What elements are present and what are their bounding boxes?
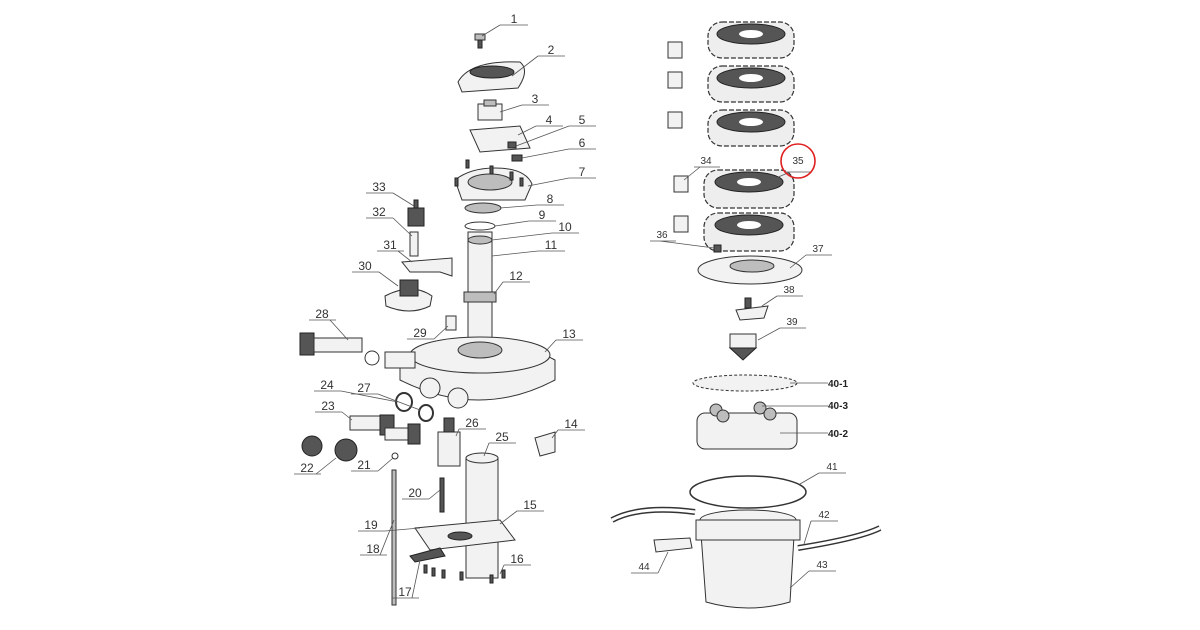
part-34-clips: [667, 41, 689, 233]
part-40-2-chamber: [696, 401, 798, 450]
right-assembly: [610, 21, 882, 609]
part-28-fitting: [299, 332, 380, 366]
callout-label: 4: [546, 113, 553, 127]
callout-label: 15: [523, 498, 537, 512]
callout-label-highlighted: 35: [792, 156, 804, 167]
callout-label: 31: [383, 238, 397, 252]
callout-label: 10: [558, 220, 572, 234]
part-10-11-12-shaft: [463, 231, 497, 341]
part-15-19-plate: [414, 519, 516, 551]
callout-label: 44: [638, 562, 650, 573]
callout-label: 40-3: [828, 401, 848, 412]
part-26-valve: [437, 417, 461, 467]
part-25-tube: [465, 452, 499, 579]
callout-label: 29: [413, 326, 427, 340]
callout-label: 11: [545, 238, 558, 252]
callout-label: 18: [366, 542, 380, 556]
callout-label: 37: [812, 244, 824, 255]
callout-label: 27: [357, 381, 371, 395]
callout-labels: 1 2 3 4 5 6 7 8 9 10 11 12 13 14 15 16 1…: [300, 12, 848, 599]
part-30-knob: [384, 279, 433, 312]
callout-label: 42: [818, 510, 830, 521]
callout-label: 39: [786, 317, 798, 328]
part-8-ring: [464, 202, 502, 214]
part-1-screw: [474, 33, 486, 49]
callout-label: 40-2: [828, 429, 848, 440]
callout-label: 26: [465, 416, 479, 430]
part-40-1-grid: [692, 374, 798, 392]
callout-label: 34: [700, 156, 712, 167]
callout-label: 40-1: [828, 379, 848, 390]
callout-label: 3: [532, 92, 539, 106]
highlight-circle: [780, 143, 816, 179]
part-29-nipple: [445, 315, 457, 331]
callout-label: 14: [564, 417, 578, 431]
part-14-bracket: [534, 431, 556, 457]
part-41-oring: [689, 475, 807, 509]
part-16-17-screws: [423, 564, 506, 584]
part-4-plate: [469, 125, 531, 153]
callout-label: 6: [579, 136, 586, 150]
part-36-nut: [713, 244, 722, 253]
callout-label: 1: [511, 12, 518, 26]
callout-label: 33: [372, 180, 386, 194]
callout-label: 28: [315, 307, 329, 321]
part-35-biomedia-stack: [703, 21, 795, 252]
callout-label: 12: [509, 269, 523, 283]
callout-label: 2: [548, 43, 555, 57]
callout-label: 23: [321, 399, 335, 413]
part-31-lever: [401, 257, 453, 277]
callout-label: 8: [547, 192, 554, 206]
callout-label: 24: [320, 378, 334, 392]
callout-label: 5: [579, 113, 586, 127]
callout-label: 20: [408, 486, 422, 500]
callout-label: 41: [826, 462, 838, 473]
part-2-cover: [457, 61, 525, 93]
part-40-3-balls: [709, 401, 777, 423]
part-13-base: [384, 336, 556, 409]
part-42-44-clamps: [610, 506, 882, 553]
callout-label: 19: [364, 518, 378, 532]
callout-label: 36: [656, 230, 668, 241]
callout-label: 30: [358, 259, 372, 273]
callout-label: 43: [816, 560, 828, 571]
part-39-cone: [728, 333, 758, 361]
part-32-handle: [409, 231, 419, 257]
callout-label: 17: [398, 585, 412, 599]
part-38-impeller: [735, 297, 769, 321]
callout-label: 21: [357, 458, 371, 472]
part-17-key: [409, 547, 446, 563]
part-3-transformer: [477, 99, 503, 121]
part-18-rod: [391, 469, 397, 606]
part-43-canister: [695, 509, 801, 609]
part-7-housing: [454, 159, 533, 201]
callout-label: 16: [510, 552, 524, 566]
callout-label: 32: [372, 205, 386, 219]
left-assembly: [299, 33, 556, 606]
part-33-cap: [407, 199, 425, 227]
callout-label: 25: [495, 430, 509, 444]
part-9-oring: [464, 221, 496, 231]
callout-label: 38: [783, 285, 795, 296]
part-37-tray: [697, 255, 803, 285]
part-20-spring: [439, 477, 445, 513]
callout-label: 22: [300, 461, 314, 475]
leader-lines: [294, 24, 846, 599]
callout-label: 13: [562, 327, 576, 341]
callout-label: 7: [579, 165, 586, 179]
callout-label: 9: [539, 208, 546, 222]
